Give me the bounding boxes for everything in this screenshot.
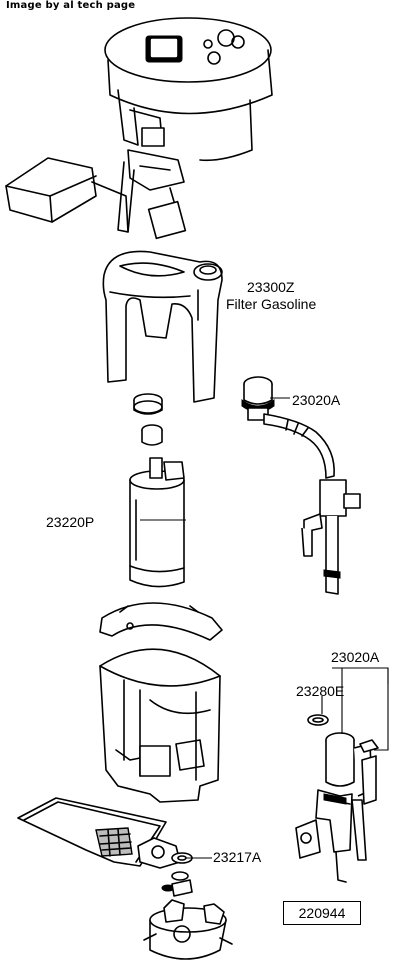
regulator-assembly-drawing	[295, 714, 379, 883]
regulator-group-part-code: 23020A	[331, 649, 380, 665]
bottom-cap-drawing	[143, 899, 233, 960]
o-ring-set	[133, 393, 163, 446]
filter-part-code: 23300Z	[247, 279, 295, 295]
bracket-part-code: 23217A	[213, 849, 262, 865]
pump-part-code: 23220P	[46, 514, 95, 530]
pressure-regulator-hose-drawing	[241, 376, 361, 595]
sender-unit-assembly	[5, 17, 273, 240]
filter-part-name: Filter Gasoline	[226, 296, 317, 312]
reference-number-box: 220944	[283, 901, 361, 925]
pump-bracket-drawing	[99, 648, 221, 803]
washer-set	[161, 852, 193, 897]
regulator-top-part-code: 23020A	[292, 392, 341, 408]
reference-number: 220944	[298, 905, 346, 921]
suction-strainer-drawing	[17, 797, 181, 869]
fuel-pump-drawing	[129, 457, 185, 588]
watermark-text: Image by al tech page	[6, 0, 136, 11]
leader-lines	[140, 397, 389, 859]
gasket-part-code: 23280E	[296, 683, 345, 699]
gasket-ring-drawing	[99, 602, 223, 641]
fuel-filter-drawing	[102, 250, 223, 403]
